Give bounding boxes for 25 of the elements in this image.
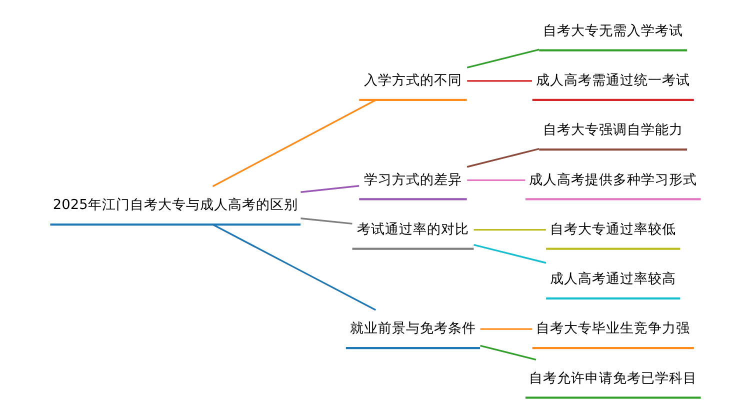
connector xyxy=(473,228,546,231)
connector xyxy=(473,244,546,264)
node-text: 考试通过率的对比 xyxy=(356,221,468,238)
node-text: 自考大专毕业生竞争力强 xyxy=(536,320,690,337)
connector xyxy=(480,328,532,330)
node-text: 成人高考通过率较高 xyxy=(550,271,676,288)
node-text: 自考大专无需入学考试 xyxy=(542,22,683,39)
node-text: 自考允许申请免考已学科目 xyxy=(528,370,697,386)
connector xyxy=(300,218,352,224)
node-text: 成人高考需通过统一考试 xyxy=(536,72,690,88)
connector xyxy=(480,344,536,360)
node-text: 2025年江门自考大专与成人高考的区别 xyxy=(52,197,298,214)
connector xyxy=(466,48,539,68)
node-text: 自考大专强调自学能力 xyxy=(542,122,683,138)
connector xyxy=(466,80,532,82)
connector xyxy=(300,185,359,193)
node-text: 学习方式的差异 xyxy=(363,172,462,188)
node-text: 成人高考提供多种学习形式 xyxy=(528,172,697,188)
node-text: 入学方式的不同 xyxy=(363,72,462,88)
node-text: 就业前景与免考条件 xyxy=(349,320,476,337)
connector xyxy=(466,179,525,182)
connector xyxy=(466,148,539,168)
node-text: 自考大专通过率较低 xyxy=(550,221,676,238)
connector xyxy=(212,99,376,188)
connector xyxy=(212,224,376,311)
